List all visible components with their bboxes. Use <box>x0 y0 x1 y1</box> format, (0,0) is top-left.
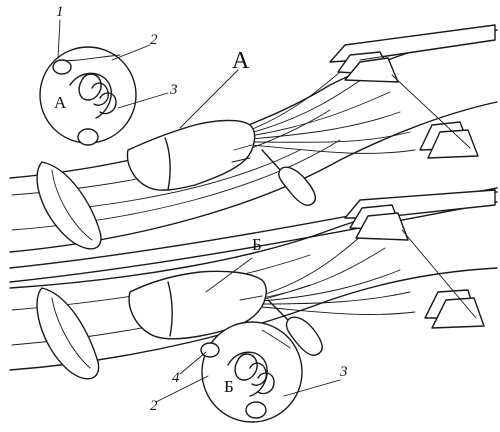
bottom-carabiner <box>267 299 323 356</box>
callout-2-bottom: 2 <box>150 398 158 414</box>
bottom-left-roll <box>36 287 100 380</box>
top-detail-circle <box>39 46 137 146</box>
top-fabric-band-lower-edge <box>9 101 498 253</box>
top-hand <box>126 119 256 191</box>
top-folded-canopy <box>329 24 496 159</box>
bottom-folded-canopy <box>344 189 496 329</box>
top-left-roll <box>36 161 102 250</box>
detail-letter-a: А <box>54 93 67 112</box>
top-carabiner <box>261 149 317 206</box>
callout-4: 4 <box>172 370 180 386</box>
callout-1: 1 <box>56 4 64 20</box>
bottom-panel <box>9 189 498 423</box>
bottom-detail-circle <box>200 321 303 423</box>
detail-letter-b: Б <box>224 377 234 396</box>
top-panel <box>9 19 498 283</box>
view-label-b: Б <box>252 235 262 254</box>
bottom-hand <box>128 270 267 340</box>
callout-3-bottom: 3 <box>339 364 348 380</box>
callout-2-top: 2 <box>150 32 158 48</box>
bottom-fabric-band-lower-edge <box>9 267 498 371</box>
view-label-a: А <box>232 48 250 74</box>
callout-3-top: 3 <box>169 82 178 98</box>
